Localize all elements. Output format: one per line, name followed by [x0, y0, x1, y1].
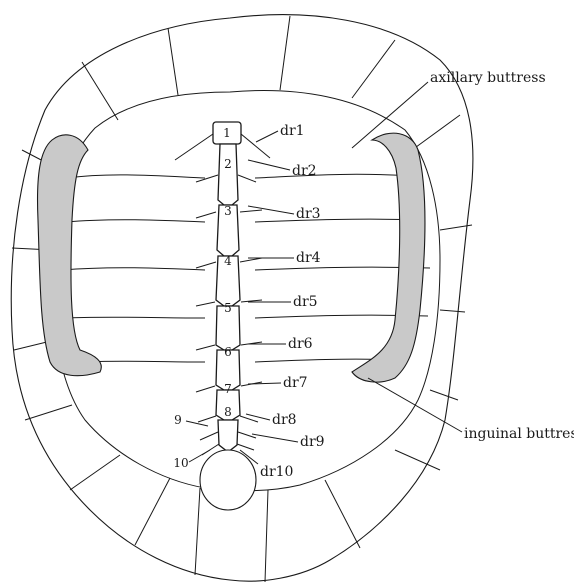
rib-label: dr10 [260, 464, 293, 480]
vertebra-number: 2 [224, 157, 232, 171]
vertebra-number: 1 [223, 126, 231, 140]
rib-label: dr3 [296, 206, 321, 222]
rib-label: dr7 [283, 375, 308, 391]
axillary-buttress-label: axillary buttress [430, 70, 546, 86]
rib-label: dr6 [288, 336, 313, 352]
rib-label: dr5 [293, 294, 318, 310]
rib-label: dr9 [300, 434, 325, 450]
rib-label: dr8 [272, 412, 297, 428]
inguinal-buttress-label: inguinal buttress [464, 426, 574, 442]
rib-number-left: 10 [173, 456, 188, 470]
vertebra-number: 5 [224, 301, 232, 315]
vertebra-number: 7 [224, 382, 232, 396]
rib-label: dr2 [292, 163, 317, 179]
vertebra-number: 6 [224, 345, 232, 359]
rib-label: dr1 [280, 123, 305, 139]
vertebra-number: 3 [224, 204, 232, 218]
rib-label: dr4 [296, 250, 321, 266]
vertebra-number: 4 [224, 254, 232, 268]
rib-number-left: 9 [174, 413, 182, 427]
vertebra-number: 8 [224, 405, 232, 419]
